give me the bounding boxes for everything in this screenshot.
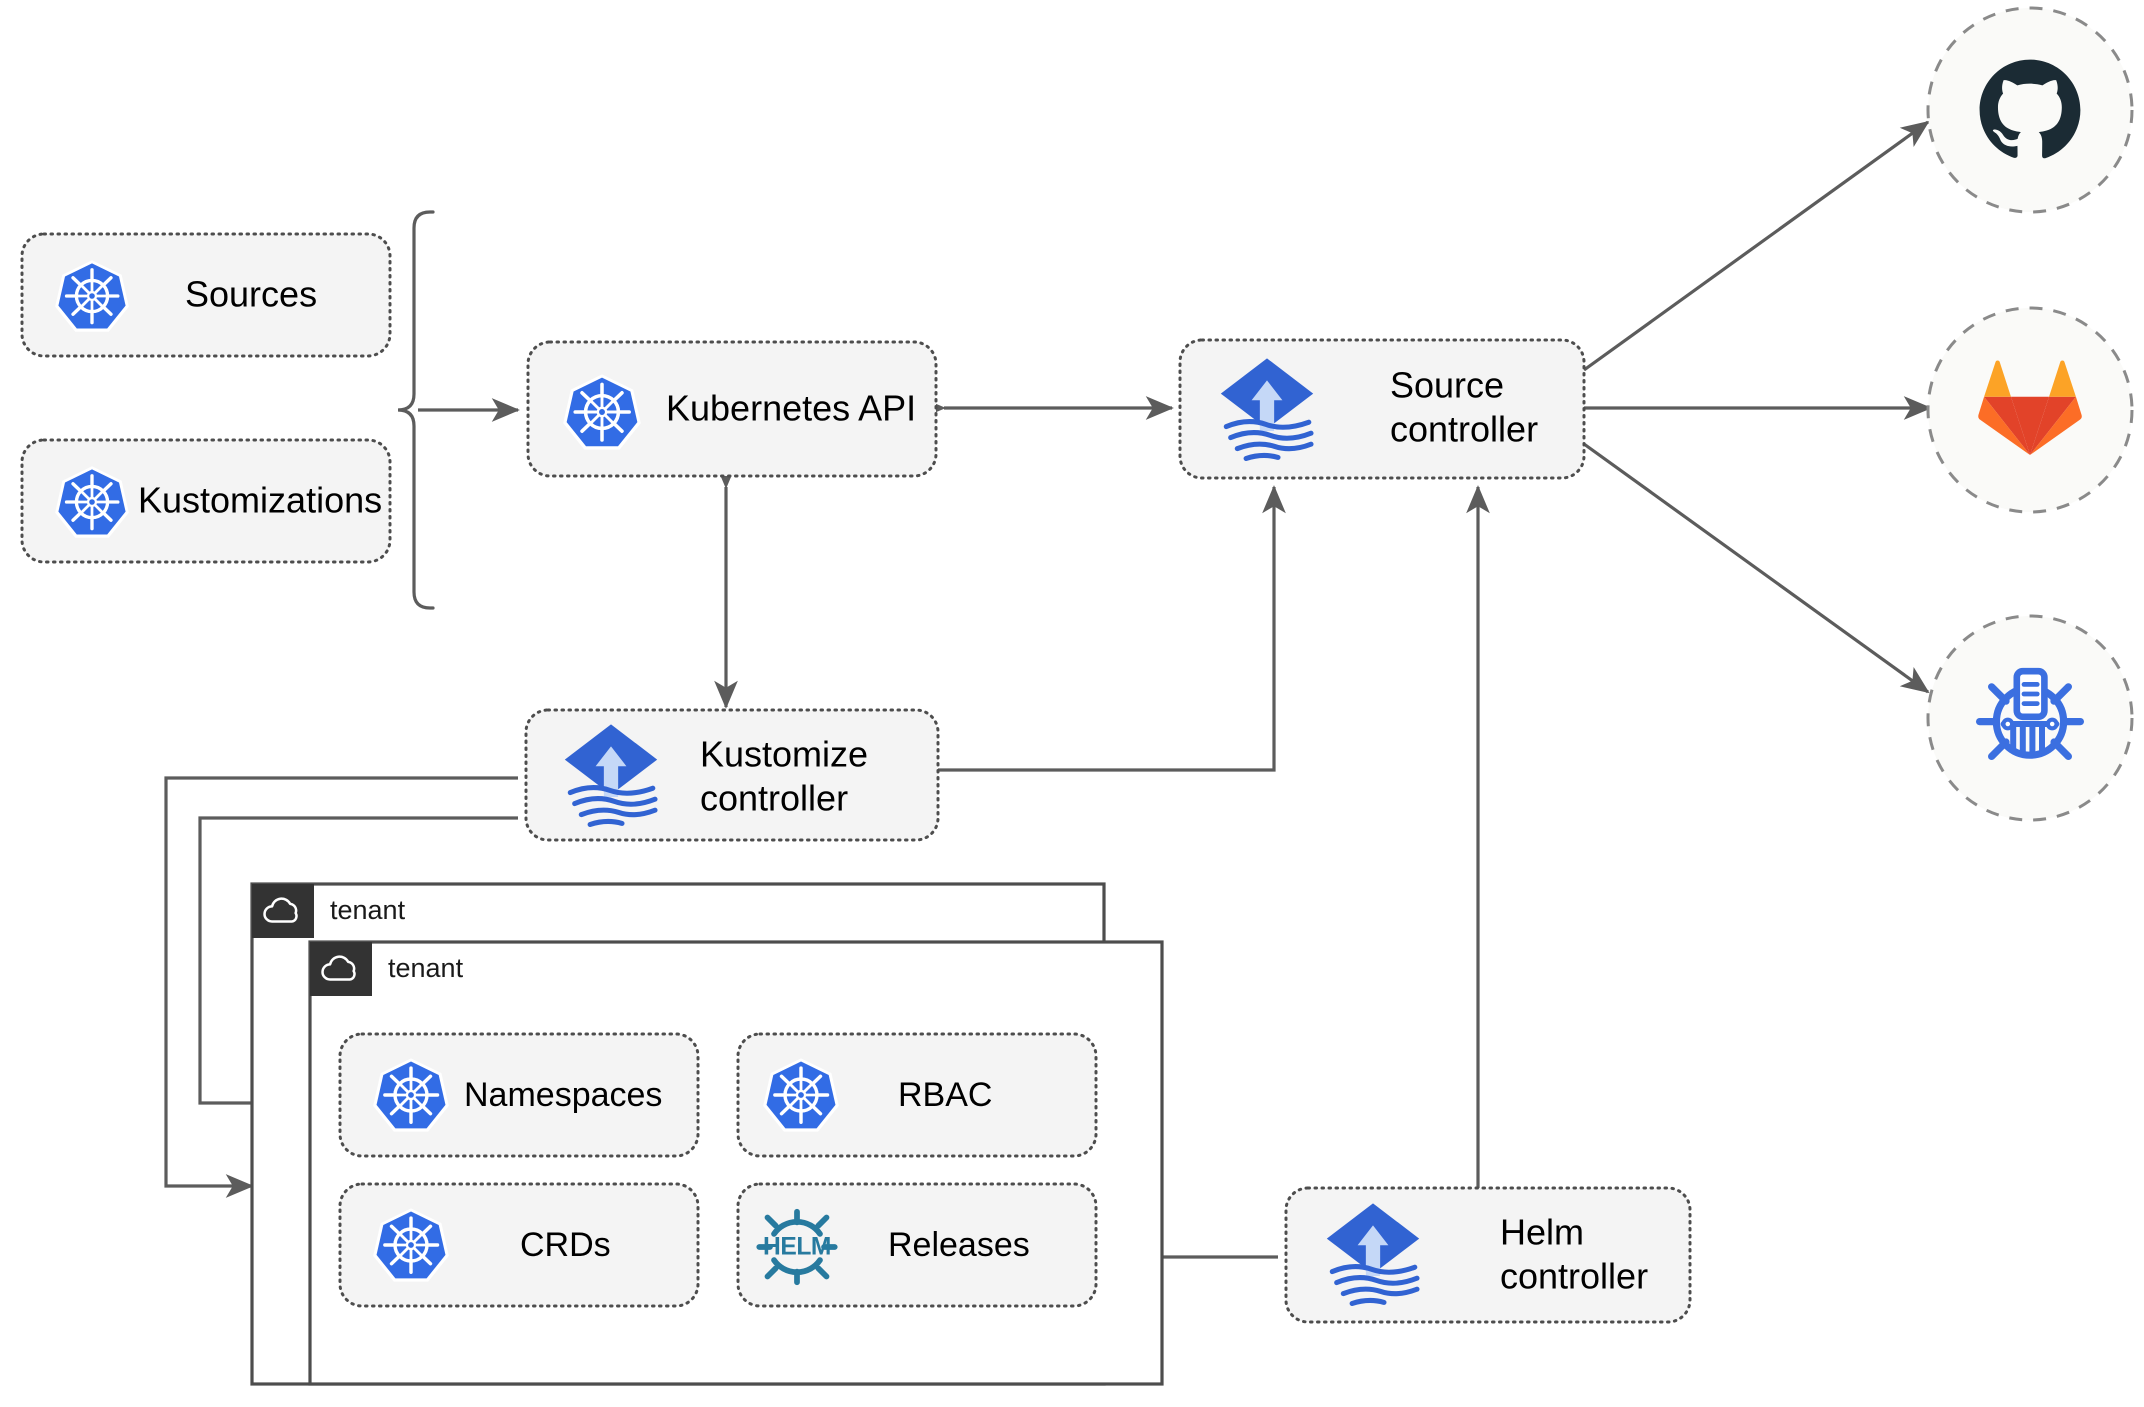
- node-rbac[interactable]: RBAC: [736, 1032, 1098, 1158]
- node-label-helm-controller-line1: Helm: [1500, 1212, 1584, 1253]
- node-label-namespaces: Namespaces: [464, 1076, 662, 1114]
- tenant-container-inner: [308, 940, 1164, 1386]
- node-gitlab[interactable]: [1926, 306, 2134, 514]
- node-label-kustomize-controller-line1: Kustomize: [700, 734, 868, 775]
- node-kubernetes-api[interactable]: Kubernetes API: [526, 340, 938, 478]
- helm-icon: [759, 1212, 834, 1283]
- edge-kustomize-to-source: [938, 485, 1286, 772]
- edge-source-to-github: [1583, 120, 1930, 372]
- tenant-tab-outer: [252, 884, 314, 938]
- node-sources[interactable]: Sources: [20, 232, 392, 358]
- node-namespaces[interactable]: Namespaces: [338, 1032, 700, 1158]
- edge-source-to-helm-repository: [1583, 442, 1930, 694]
- node-label-helm-controller-line2: controller: [1500, 1256, 1648, 1297]
- node-kustomizations[interactable]: Kustomizations: [20, 438, 392, 564]
- node-label-source-controller-line1: Source: [1390, 365, 1504, 406]
- node-label-kubernetes-api: Kubernetes API: [666, 388, 916, 429]
- node-label-source-controller-line2: controller: [1390, 409, 1538, 450]
- node-crds[interactable]: CRDs: [338, 1182, 700, 1308]
- node-github[interactable]: [1926, 6, 2134, 214]
- node-helm-controller[interactable]: Helm controller: [1284, 1186, 1692, 1324]
- node-label-rbac: RBAC: [898, 1076, 992, 1114]
- node-label-sources: Sources: [185, 274, 317, 315]
- node-label-kustomizations: Kustomizations: [138, 480, 382, 521]
- node-helm-repository[interactable]: [1926, 614, 2134, 822]
- edge-kustomize-to-tenant-1: [164, 776, 518, 1198]
- tenant-label-outer: tenant: [330, 895, 406, 925]
- tenant-tab-inner: [310, 942, 372, 996]
- node-label-releases: Releases: [888, 1226, 1030, 1264]
- node-label-kustomize-controller-line2: controller: [700, 778, 848, 819]
- sources-bracket: [397, 210, 435, 610]
- node-kustomize-controller[interactable]: Kustomize controller: [524, 708, 940, 842]
- tenant-label-inner: tenant: [388, 953, 464, 983]
- node-source-controller[interactable]: Source controller: [1178, 338, 1586, 480]
- node-releases[interactable]: Releases: [736, 1182, 1098, 1308]
- node-label-crds: CRDs: [520, 1226, 611, 1264]
